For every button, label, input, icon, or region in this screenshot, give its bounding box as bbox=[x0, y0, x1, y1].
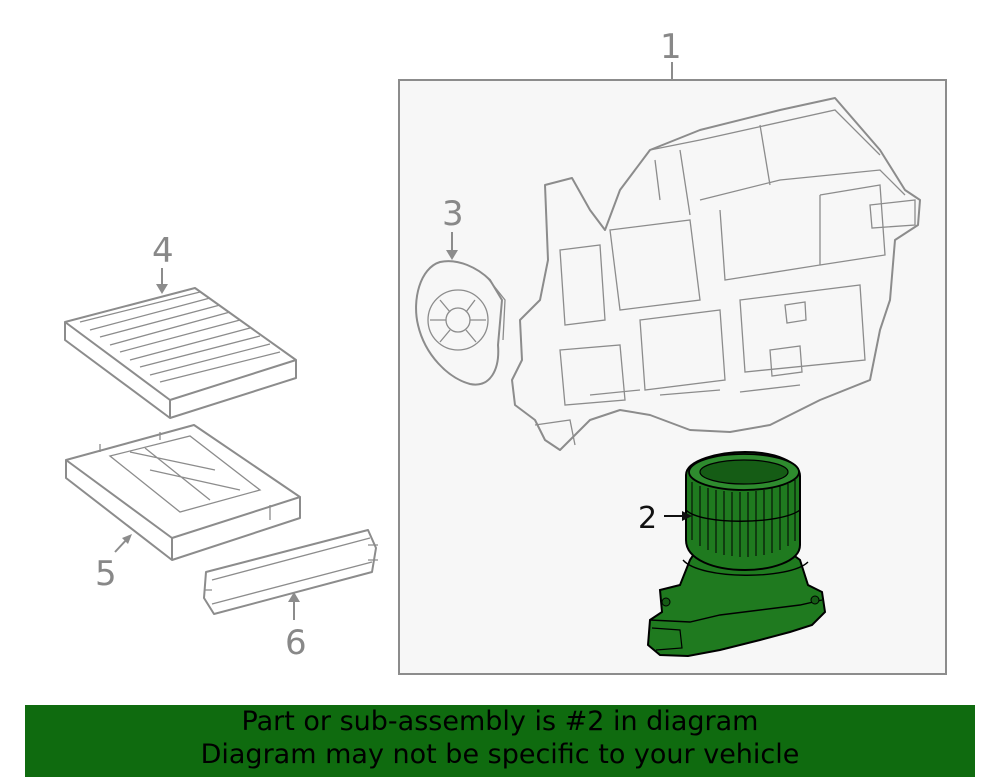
blower-motor-part bbox=[646, 450, 827, 658]
callout-5: 5 bbox=[95, 554, 117, 594]
callout-6-arrowhead bbox=[288, 592, 300, 602]
assembly-box bbox=[398, 79, 947, 675]
banner-line-2: Diagram may not be specific to your vehi… bbox=[200, 739, 800, 770]
callout-2: 2 bbox=[638, 501, 657, 536]
callout-1: 1 bbox=[660, 27, 682, 67]
callout-4-arrowhead bbox=[156, 284, 168, 294]
callout-3: 3 bbox=[442, 194, 464, 234]
callout-6: 6 bbox=[285, 623, 307, 663]
hvac-housing-part bbox=[511, 97, 921, 451]
blower-cover-part bbox=[415, 260, 506, 386]
info-banner: Part or sub-assembly is #2 in diagram Di… bbox=[25, 705, 975, 777]
cabin-filter-part bbox=[64, 287, 297, 419]
callout-3-arrowhead bbox=[446, 250, 458, 260]
banner-line-1: Part or sub-assembly is #2 in diagram bbox=[241, 706, 759, 737]
callout-2-arrowhead bbox=[682, 511, 692, 521]
filter-frame-part bbox=[65, 424, 301, 561]
filter-cover-part bbox=[203, 529, 378, 615]
callout-5-arrowhead bbox=[122, 534, 132, 544]
callout-4: 4 bbox=[152, 231, 174, 271]
